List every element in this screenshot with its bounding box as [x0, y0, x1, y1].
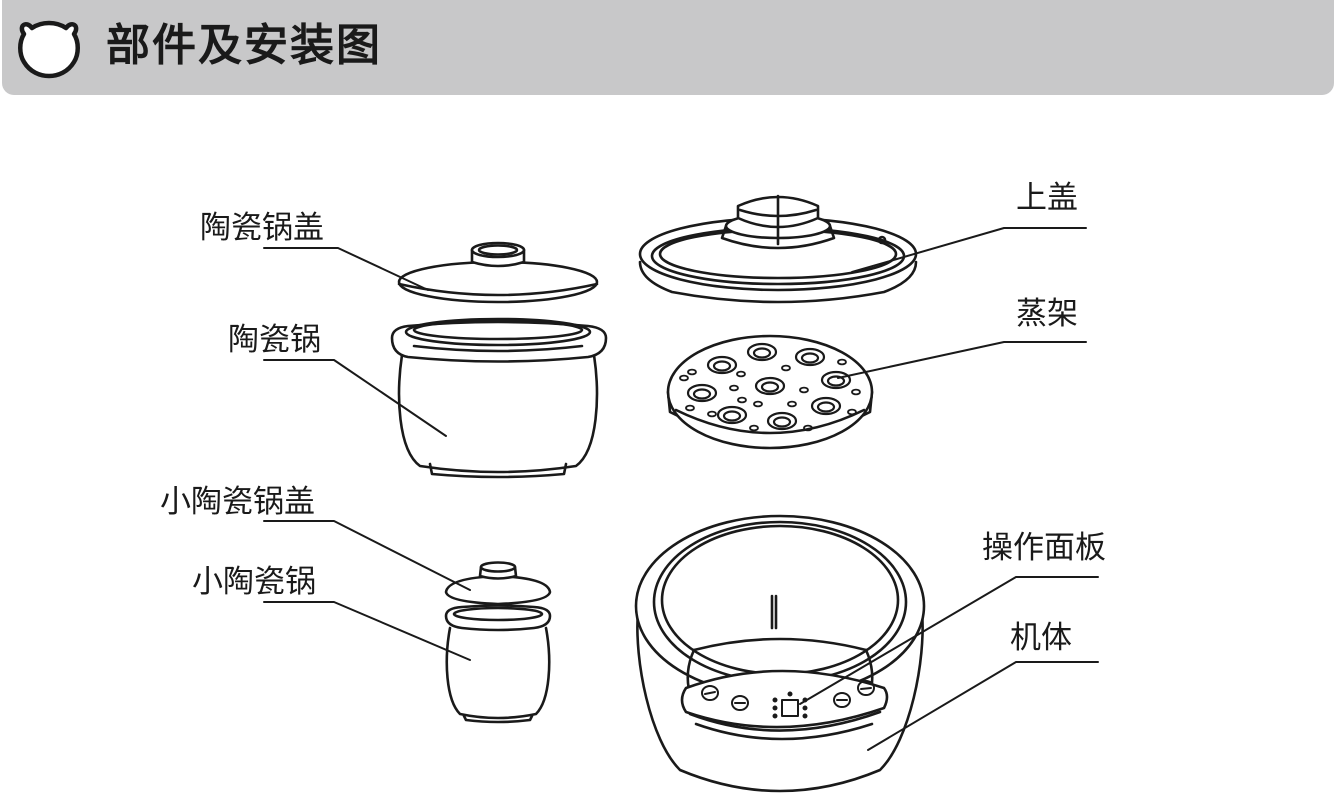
- label-small-ceramic-lid: 小陶瓷锅盖: [160, 484, 315, 520]
- label-ceramic-pot: 陶瓷锅: [228, 322, 321, 358]
- label-main-body: 机体: [1010, 620, 1072, 656]
- small-ceramic-pot-drawing: [444, 604, 552, 724]
- ceramic-lid-drawing: [397, 241, 599, 304]
- label-small-ceramic-pot: 小陶瓷锅: [192, 564, 316, 600]
- label-top-lid: 上盖: [1016, 180, 1078, 216]
- main-body-drawing: [634, 514, 926, 793]
- leader-lines: [263, 227, 1099, 751]
- page-title: 部件及安装图: [106, 20, 382, 71]
- label-steam-rack: 蒸架: [1016, 296, 1078, 332]
- small-ceramic-lid-drawing: [444, 561, 552, 606]
- top-lid-drawing: [638, 194, 918, 304]
- label-ceramic-lid: 陶瓷锅盖: [200, 210, 324, 246]
- bear-head-icon: [18, 20, 80, 79]
- section-header: 部件及安装图: [2, 0, 1334, 95]
- steam-rack-drawing: [666, 334, 874, 450]
- ceramic-pot-drawing: [390, 317, 608, 479]
- label-control-panel: 操作面板: [982, 530, 1106, 566]
